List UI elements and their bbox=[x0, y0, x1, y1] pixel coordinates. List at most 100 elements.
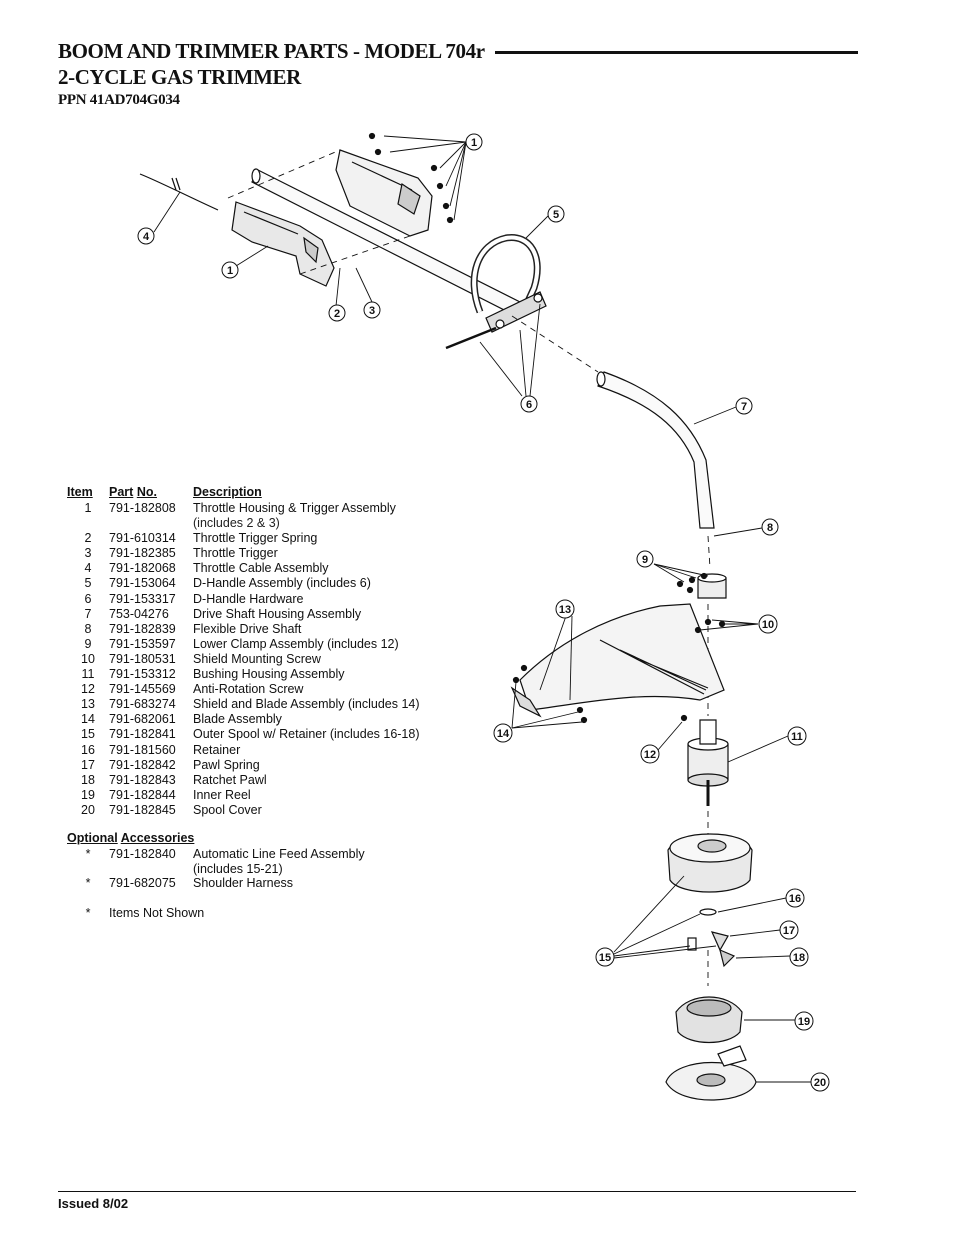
footer-rule bbox=[58, 1191, 856, 1192]
callout-label-6: 6 bbox=[526, 399, 532, 411]
callout-circle-2 bbox=[328, 304, 346, 322]
row-part-no: 791-182839 bbox=[109, 621, 176, 636]
table-row: 10 791-180531 Shield Mounting Screw bbox=[67, 652, 433, 667]
callout-circle-15 bbox=[595, 947, 615, 967]
callout-label-11: 11 bbox=[791, 731, 803, 743]
header-item: Item bbox=[67, 485, 93, 499]
shield-drawing bbox=[519, 603, 725, 711]
callout-label-13: 13 bbox=[559, 604, 571, 616]
row-part-no: 791-610314 bbox=[109, 531, 176, 546]
row-description: Throttle Housing & Trigger Assembly(incl… bbox=[193, 501, 433, 531]
row-item: 5 bbox=[84, 576, 92, 591]
table-row: * 791-682075 Shoulder Harness bbox=[67, 876, 433, 891]
row-description: Drive Shaft Housing Assembly bbox=[193, 606, 362, 621]
row-description: Shoulder Harness bbox=[193, 876, 294, 891]
row-item: 16 bbox=[81, 742, 95, 757]
row-item: 14 bbox=[81, 712, 95, 727]
row-part-no: 791-182840 bbox=[109, 847, 176, 861]
row-part-no: 791-180531 bbox=[109, 651, 176, 666]
row-description: Automatic Line Feed Assembly(includes 15… bbox=[193, 847, 433, 876]
row-part-no: 791-182385 bbox=[109, 546, 176, 561]
callout-circle-13 bbox=[555, 599, 575, 619]
callout-label-17: 17 bbox=[783, 925, 795, 937]
row-description: Anti-Rotation Screw bbox=[193, 682, 304, 697]
parts-table: Item Part No. Description 1 791-182808 T… bbox=[67, 485, 433, 818]
parts-list: Item Part No. Description 1 791-182808 T… bbox=[67, 485, 433, 818]
callout-label-12: 12 bbox=[644, 749, 656, 761]
row-description: Spool Cover bbox=[193, 802, 262, 817]
row-item: 13 bbox=[81, 697, 95, 712]
row-item: 12 bbox=[81, 682, 95, 697]
row-description-text: Automatic Line Feed Assembly bbox=[193, 847, 365, 861]
callout-label-8: 8 bbox=[767, 522, 773, 534]
callout-circle-11 bbox=[787, 726, 807, 746]
row-item: 1 bbox=[84, 501, 92, 515]
row-part-no: 791-153064 bbox=[109, 576, 176, 591]
row-item: 7 bbox=[84, 606, 92, 621]
ppn-number: PPN 41AD704G034 bbox=[58, 92, 180, 108]
callout-circle-3 bbox=[363, 301, 381, 319]
row-item: 2 bbox=[84, 531, 92, 546]
row-description-note: (includes 15-21) bbox=[193, 861, 283, 876]
callout-label-2: 2 bbox=[334, 308, 340, 320]
optional-accessories: Optional Accessories * 791-182840 Automa… bbox=[67, 831, 433, 920]
row-item: * bbox=[85, 847, 91, 861]
table-row: 7 753-04276 Drive Shaft Housing Assembly bbox=[67, 607, 433, 622]
callout-label-16: 16 bbox=[789, 893, 801, 905]
callout-circle-6 bbox=[520, 395, 538, 413]
row-description: Flexible Drive Shaft bbox=[193, 621, 302, 636]
row-part-no: 791-182842 bbox=[109, 757, 176, 772]
page-title-line1: BOOM AND TRIMMER PARTS - MODEL 704r bbox=[58, 39, 485, 63]
row-description: Blade Assembly bbox=[193, 712, 282, 727]
row-description: Pawl Spring bbox=[193, 757, 260, 772]
row-description: Shield Mounting Screw bbox=[193, 651, 321, 666]
row-item: 18 bbox=[81, 772, 95, 787]
callout-circle-9 bbox=[636, 550, 654, 568]
parts-table-header: Item Part No. Description bbox=[67, 485, 433, 501]
callout-label-18: 18 bbox=[793, 952, 805, 964]
row-part-no: 753-04276 bbox=[109, 606, 169, 621]
row-item: 19 bbox=[81, 787, 95, 802]
row-part-no: 791-182808 bbox=[109, 501, 176, 515]
row-part-no: 791-153317 bbox=[109, 591, 176, 606]
row-item: 6 bbox=[84, 591, 92, 606]
row-description: Ratchet Pawl bbox=[193, 772, 267, 787]
callout-label-1a: 1 bbox=[471, 137, 477, 149]
row-item: 10 bbox=[81, 651, 95, 666]
row-description: Throttle Trigger bbox=[193, 546, 278, 561]
callout-circle-1b bbox=[221, 261, 239, 279]
row-description: Lower Clamp Assembly (includes 12) bbox=[193, 636, 399, 651]
table-row: 1 791-182808 Throttle Housing & Trigger … bbox=[67, 501, 433, 531]
row-item: 9 bbox=[84, 636, 92, 651]
row-item: 20 bbox=[81, 802, 95, 817]
title-rule bbox=[494, 50, 858, 54]
row-part-no: 791-153312 bbox=[109, 667, 176, 682]
callout-label-10: 10 bbox=[762, 619, 774, 631]
callout-circle-5 bbox=[547, 205, 565, 223]
row-item: 8 bbox=[84, 621, 92, 636]
footnote-row: * Items Not Shown bbox=[67, 906, 433, 921]
row-item: 3 bbox=[84, 546, 92, 561]
throttle-housing-drawing bbox=[231, 201, 335, 287]
callout-circle-10 bbox=[758, 614, 778, 634]
row-description: Shield and Blade Assembly (includes 14) bbox=[193, 697, 420, 712]
optional-table: * 791-182840 Automatic Line Feed Assembl… bbox=[67, 847, 433, 920]
callout-label-3: 3 bbox=[369, 305, 375, 317]
page-title-line2: 2-CYCLE GAS TRIMMER bbox=[58, 65, 301, 89]
table-row: 8 791-182839 Flexible Drive Shaft bbox=[67, 622, 433, 637]
row-description-text: Throttle Housing & Trigger Assembly bbox=[193, 501, 396, 515]
callout-label-9: 9 bbox=[642, 554, 648, 566]
row-item: 4 bbox=[84, 561, 92, 576]
callout-circle-19 bbox=[794, 1011, 814, 1031]
